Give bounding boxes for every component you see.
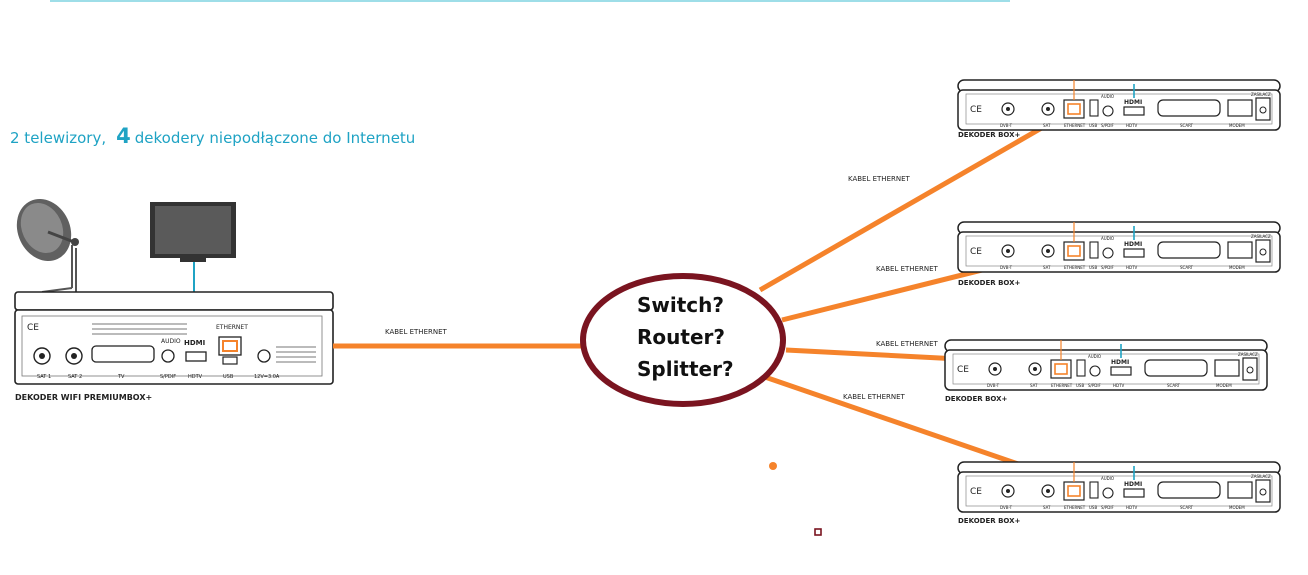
cable-label-box4: KABEL ETHERNET: [843, 393, 906, 401]
headline-suffix: dekodery niepodłączone do Internetu: [134, 129, 416, 147]
box1-audio-label: AUDIO: [1101, 94, 1114, 99]
box4-port-scart: SCART: [1180, 505, 1194, 510]
box1-port-scart: SCART: [1180, 123, 1194, 128]
box3-power-label: ZASILACZ: [1238, 352, 1258, 357]
box2-port-usb: USB: [1089, 265, 1097, 270]
port-label-spdif: S/PDIF: [160, 374, 176, 380]
box2-caption: DEKODER BOX+: [958, 279, 1021, 287]
box4-port-hdtv: HDTV: [1126, 505, 1138, 510]
cable-hub-to-box1: [758, 104, 1080, 293]
main-hdmi-label: HDMI: [184, 339, 205, 347]
box4-caption: DEKODER BOX+: [958, 517, 1021, 525]
box3-port-sat: SAT: [1030, 383, 1038, 388]
box1-port-modem: MODEM: [1229, 123, 1245, 128]
decoder-box-2: CE DVB-T SAT ETHERNET USB S/PDIF HDTV SC…: [957, 221, 1281, 273]
box4-port-modem: MODEM: [1229, 505, 1245, 510]
port-label-usb: USB: [223, 374, 234, 380]
hub-line-splitter: Splitter?: [637, 357, 734, 381]
box1-port-usb: USB: [1089, 123, 1097, 128]
box3-port-hdtv: HDTV: [1113, 383, 1125, 388]
box3-caption: DEKODER BOX+: [945, 395, 1008, 403]
box3-port-ethernet: ETHERNET: [1051, 383, 1073, 388]
hub-question: Switch? Router? Splitter?: [580, 273, 786, 407]
box1-port-hdtv: HDTV: [1126, 123, 1138, 128]
cable-label-box1: KABEL ETHERNET: [848, 175, 911, 183]
box4-hdmi-label: HDMI: [1124, 481, 1142, 488]
box3-hdmi-label: HDMI: [1111, 359, 1129, 366]
box2-power-label: ZASILACZ: [1251, 234, 1271, 239]
box2-port-sat: SAT: [1043, 265, 1051, 270]
box4-port-spdif: S/PDIF: [1101, 505, 1115, 510]
headline-prefix: 2 telewizory,: [10, 129, 107, 147]
box1-port-dvbt: DVB-T: [1000, 123, 1013, 128]
stray-dot: [769, 462, 777, 470]
cable-label-box3: KABEL ETHERNET: [876, 340, 939, 348]
box2-port-scart: SCART: [1180, 265, 1194, 270]
box4-port-dvbt: DVB-T: [1000, 505, 1013, 510]
box2-audio-label: AUDIO: [1101, 236, 1114, 241]
box1-hdmi-label: HDMI: [1124, 99, 1142, 106]
box2-port-ethernet: ETHERNET: [1064, 265, 1086, 270]
port-label-tv: TV: [117, 374, 125, 380]
box1-caption: DEKODER BOX+: [958, 131, 1021, 139]
box4-power-label: ZASILACZ: [1251, 474, 1271, 479]
box1-port-sat: SAT: [1043, 123, 1051, 128]
box3-audio-label: AUDIO: [1088, 354, 1101, 359]
box1-port-spdif: S/PDIF: [1101, 123, 1115, 128]
box4-port-sat: SAT: [1043, 505, 1051, 510]
cable-label-box2: KABEL ETHERNET: [876, 265, 939, 273]
box3-port-modem: MODEM: [1216, 383, 1232, 388]
decoder-box-1: CE DVB-T SAT ETHERNET USB S/PDIF HDTV SC…: [957, 79, 1281, 131]
box3-port-spdif: S/PDIF: [1088, 383, 1102, 388]
box3-ce-mark: CE: [957, 365, 969, 375]
box4-port-usb: USB: [1089, 505, 1097, 510]
box3-port-dvbt: DVB-T: [987, 383, 1000, 388]
port-label-sat2: SAT 2: [68, 374, 82, 380]
stray-square: [814, 528, 822, 536]
main-ethernet-label: ETHERNET: [216, 324, 248, 331]
box2-port-dvbt: DVB-T: [1000, 265, 1013, 270]
main-decoder: CE AUDIO HDMI ETHERNET SAT 1 SAT 2 TV S/…: [14, 291, 334, 385]
box2-ce-mark: CE: [970, 247, 982, 257]
port-label-sat1: SAT 1: [37, 374, 51, 380]
hub-line-router: Router?: [637, 325, 725, 349]
box1-ce-mark: CE: [970, 105, 982, 115]
hub-line-switch: Switch?: [637, 293, 724, 317]
headline-count: 4: [116, 124, 131, 148]
port-label-hdtv: HDTV: [188, 374, 203, 380]
ce-mark: CE: [27, 323, 39, 333]
box4-ce-mark: CE: [970, 487, 982, 497]
main-audio-label: AUDIO: [161, 338, 181, 345]
box2-port-modem: MODEM: [1229, 265, 1245, 270]
port-label-power: 12V=3.0A: [254, 374, 280, 380]
box2-port-hdtv: HDTV: [1126, 265, 1138, 270]
box4-port-ethernet: ETHERNET: [1064, 505, 1086, 510]
cable-label-main: KABEL ETHERNET: [385, 328, 448, 336]
box3-port-scart: SCART: [1167, 383, 1181, 388]
box4-audio-label: AUDIO: [1101, 476, 1114, 481]
decoder-box-4: CE DVB-T SAT ETHERNET USB S/PDIF HDTV SC…: [957, 461, 1281, 513]
decoder-box-3: CE DVB-T SAT ETHERNET USB S/PDIF HDTV SC…: [944, 339, 1268, 391]
box1-port-ethernet: ETHERNET: [1064, 123, 1086, 128]
box1-power-label: ZASILACZ: [1251, 92, 1271, 97]
box2-hdmi-label: HDMI: [1124, 241, 1142, 248]
box3-port-usb: USB: [1076, 383, 1084, 388]
box2-port-spdif: S/PDIF: [1101, 265, 1115, 270]
main-decoder-caption: DEKODER WIFI PREMIUMBOX+: [15, 393, 152, 402]
